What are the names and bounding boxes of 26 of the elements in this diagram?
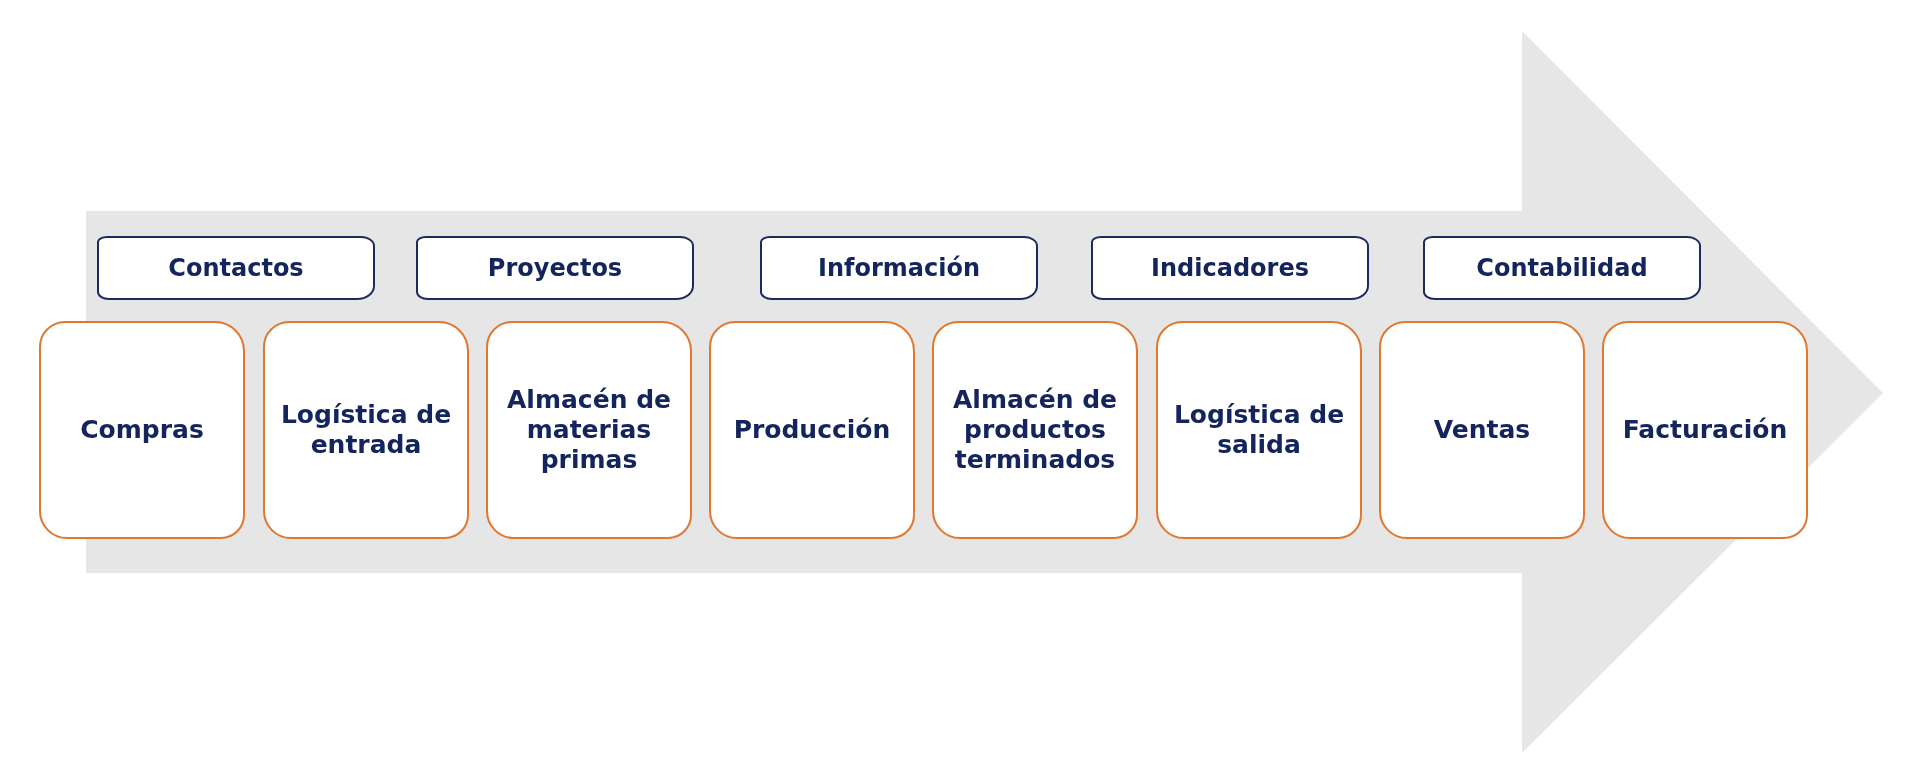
box-label: Almacén de productos terminados: [952, 385, 1118, 475]
process-box: [263, 321, 469, 539]
process-box: [1379, 321, 1585, 539]
process-box: [1156, 321, 1362, 539]
box-label: Ventas: [1433, 415, 1531, 445]
category-tag: [1423, 236, 1701, 300]
box-label: Facturación: [1622, 415, 1788, 445]
category-tag: [760, 236, 1038, 300]
category-tag: [416, 236, 694, 300]
process-box: [486, 321, 692, 539]
category-tag: [97, 236, 375, 300]
process-box: [932, 321, 1138, 539]
process-box: [709, 321, 915, 539]
box-label: Indicadores: [1151, 253, 1309, 283]
box-label: Contactos: [168, 253, 304, 283]
process-box: [39, 321, 245, 539]
box-label: Información: [818, 253, 980, 283]
process-box: [1602, 321, 1808, 539]
category-tag: [1091, 236, 1369, 300]
box-label: Compras: [80, 415, 204, 445]
box-label: Contabilidad: [1476, 253, 1648, 283]
box-label: Producción: [733, 415, 891, 445]
box-label: Logística de entrada: [279, 400, 453, 460]
box-label: Almacén de materias primas: [506, 385, 672, 475]
box-label: Proyectos: [487, 253, 623, 283]
box-label: Logística de salida: [1172, 400, 1346, 460]
